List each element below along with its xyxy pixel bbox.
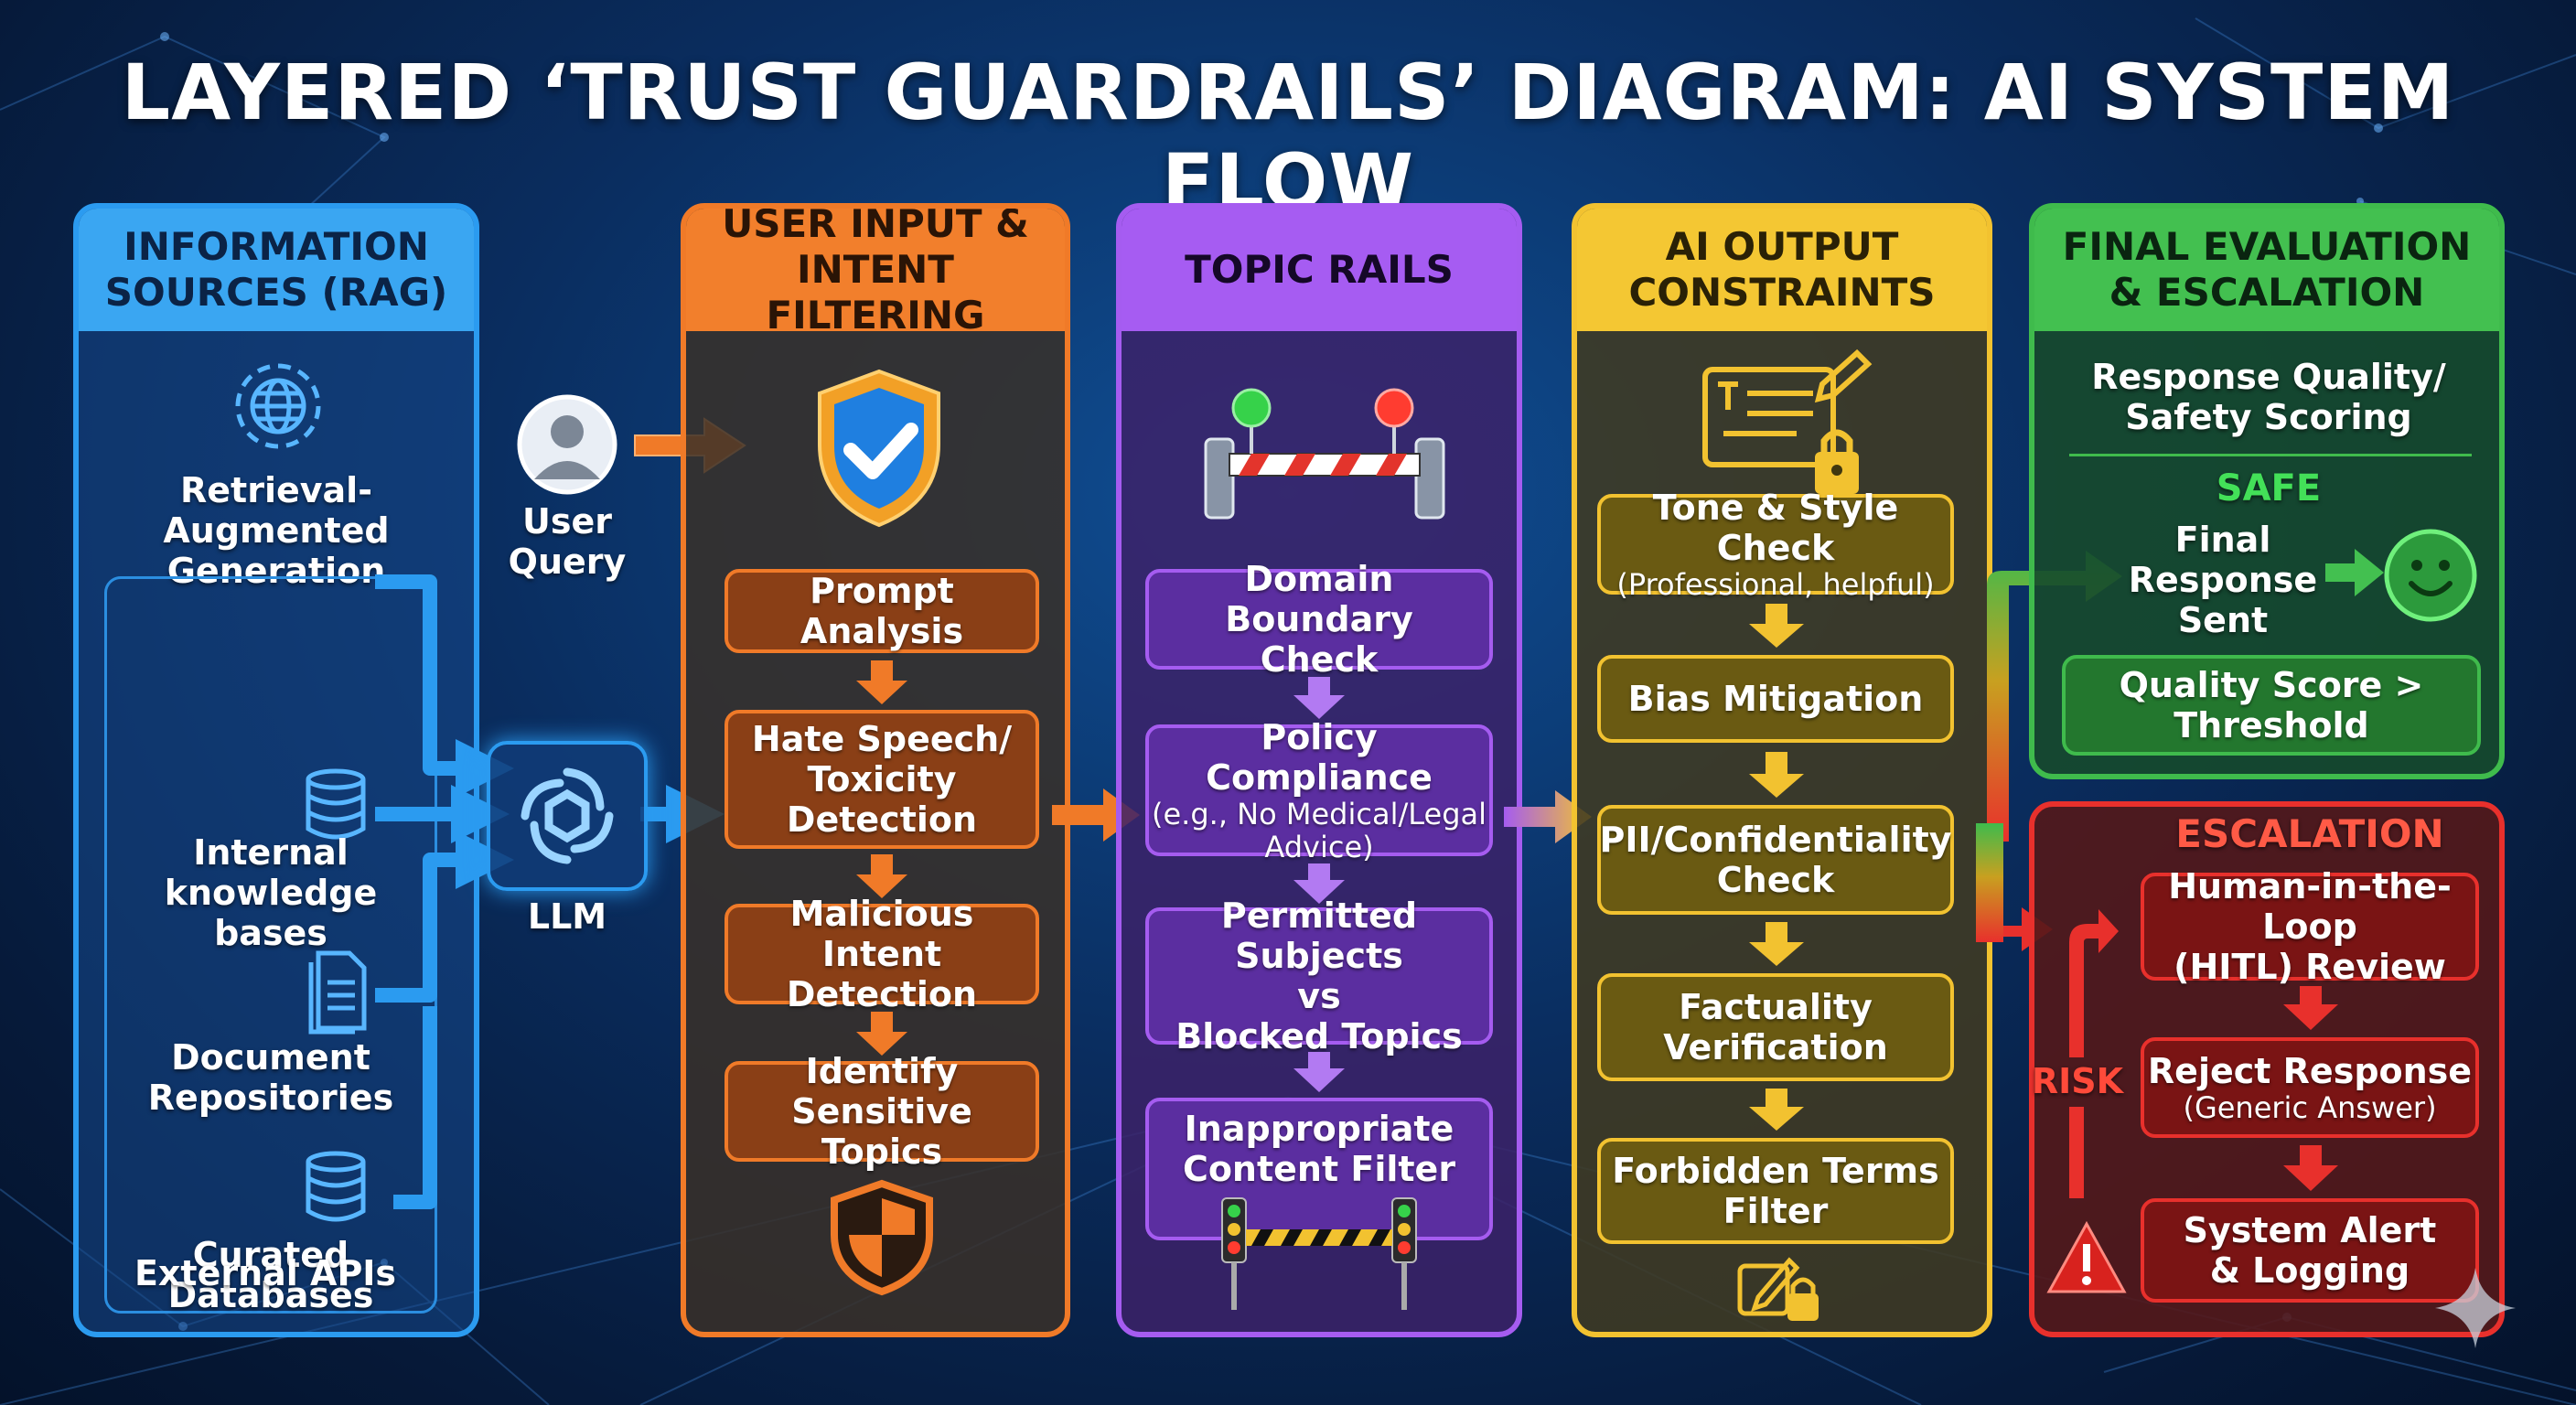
safe-label: SAFE: [2216, 467, 2322, 509]
output-constraints-header: AI OUTPUT CONSTRAINTS: [1577, 209, 1987, 331]
quality-threshold-box[interactable]: Quality Score > Threshold: [2062, 655, 2481, 756]
tone-style-sub: (Professional, helpful): [1616, 567, 1935, 602]
final-eval-header: FINAL EVALUATION & ESCALATION: [2034, 209, 2499, 331]
llm-node[interactable]: [487, 741, 648, 891]
user-query-label: User Query: [508, 501, 627, 582]
quality-scoring-label: Response Quality/ Safety Scoring: [2091, 357, 2446, 437]
final-response-sent-label: Final Response Sent: [2128, 520, 2318, 640]
rails-to-output-arrow: [1504, 790, 1592, 843]
tone-style-box[interactable]: Tone & Style Check (Professional, helpfu…: [1597, 488, 1954, 601]
rag-label: Retrieval-Augmented Generation: [163, 470, 390, 591]
inappropriate-content-label: Inappropriate Content Filter: [1182, 1109, 1456, 1189]
sources-header: INFORMATION SOURCES (RAG): [79, 209, 474, 331]
edit-lock-icon: [1737, 1257, 1819, 1321]
prompt-analysis-box[interactable]: Prompt Analysis: [724, 569, 1039, 653]
risk-label: RISK: [2031, 1061, 2124, 1101]
forbidden-terms-box[interactable]: Forbidden Terms Filter: [1597, 1138, 1954, 1244]
bias-mitigation-box[interactable]: Bias Mitigation: [1597, 655, 1954, 743]
policy-compliance-label: Policy Compliance: [1206, 717, 1433, 798]
reject-response-label: Reject Response: [2147, 1051, 2473, 1091]
hitl-review-box[interactable]: Human-in-the-Loop (HITL) Review: [2141, 866, 2479, 987]
reject-response-box[interactable]: Reject Response (Generic Answer): [2141, 1037, 2479, 1138]
safe-arrow: [2325, 549, 2384, 596]
input-filtering-header: USER INPUT & INTENT FILTERING: [686, 209, 1065, 338]
user-avatar-icon: [517, 394, 617, 495]
warning-triangle-icon: [2046, 1220, 2127, 1293]
malicious-intent-box[interactable]: Malicious Intent Detection: [724, 894, 1039, 1014]
domain-boundary-box[interactable]: Domain Boundary Check: [1145, 559, 1493, 680]
document-icon: [308, 950, 367, 1035]
scoring-divider: [2069, 454, 2472, 456]
policy-compliance-box[interactable]: Policy Compliance (e.g., No Medical/Lega…: [1145, 717, 1493, 863]
topic-rails-header: TOPIC RAILS: [1122, 209, 1517, 331]
risk-arrow: [2069, 909, 2119, 1198]
tone-style-label: Tone & Style Check: [1652, 488, 1899, 568]
source-document-repos: Document Repositories: [147, 1037, 394, 1118]
source-curated-db: Curated Databases: [167, 1235, 374, 1315]
source-internal-kb: Internal knowledge bases: [164, 832, 378, 953]
database-icon: [306, 1151, 366, 1222]
sparkle-icon: [2435, 1268, 2516, 1348]
document-lock-icon: [1702, 349, 1873, 494]
factuality-box[interactable]: Factuality Verification: [1597, 973, 1954, 1081]
warning-shield-icon: [831, 1179, 933, 1296]
system-alert-box[interactable]: System Alert & Logging: [2141, 1198, 2479, 1303]
toxicity-detection-box[interactable]: Hate Speech/ Toxicity Detection: [724, 710, 1039, 849]
database-icon: [306, 768, 366, 840]
llm-knot-icon: [521, 767, 614, 864]
inappropriate-content-box[interactable]: Inappropriate Content Filter: [1145, 1098, 1493, 1240]
small-barrier-icon: [1221, 1197, 1417, 1310]
smiley-icon: [2384, 529, 2477, 622]
globe-gear-icon: [235, 363, 321, 449]
sources-column: INFORMATION SOURCES (RAG) Retrieval-Augm…: [73, 203, 479, 1337]
reject-response-sub: (Generic Answer): [2183, 1090, 2437, 1125]
shield-check-icon: [818, 369, 940, 528]
barrier-gate-icon: [1204, 388, 1445, 520]
pii-check-box[interactable]: PII/Confidentiality Check: [1597, 805, 1954, 915]
policy-compliance-sub: (e.g., No Medical/Legal Advice): [1152, 797, 1487, 864]
escalation-header: ESCALATION: [2175, 811, 2444, 856]
llm-label: LLM: [527, 896, 607, 937]
source-external-apis: External APIs: [134, 1253, 397, 1293]
